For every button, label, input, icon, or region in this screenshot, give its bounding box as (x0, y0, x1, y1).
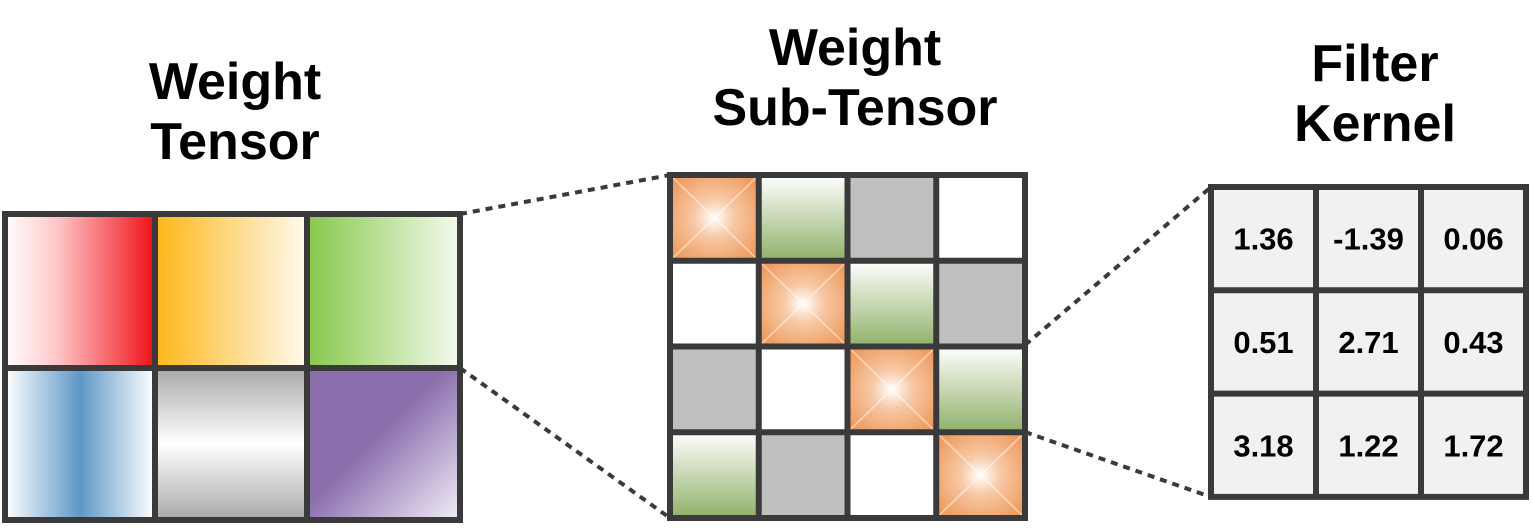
sub-tensor-cell (936, 346, 1025, 433)
kernel-value: 1.22 (1338, 428, 1398, 463)
sub-tensor-title-line2: Sub-Tensor (712, 79, 998, 137)
weight-tensor-cell (5, 368, 155, 520)
weight-tensor-grid (2, 211, 463, 523)
sub-tensor-cell (936, 175, 1025, 261)
sub-tensor-title-line1: Weight (768, 19, 942, 77)
sub-tensor-cell (847, 260, 937, 347)
sub-tensor-cell (936, 260, 1025, 347)
sub-tensor-grid (667, 172, 1028, 521)
filter-kernel-grid: 1.36 -1.39 0.06 0.51 2.71 0.43 3.18 1.22 1.72 (1208, 184, 1529, 500)
kernel-value: 0.51 (1233, 325, 1293, 360)
kernel-value: 1.72 (1443, 428, 1503, 463)
filter-kernel-title: Filter Kernel (1250, 34, 1500, 154)
sub-tensor-cell (758, 175, 848, 261)
kernel-cell (1211, 393, 1316, 497)
kernel-cell (1421, 290, 1526, 394)
connector-line (458, 366, 672, 520)
kernel-value: -1.39 (1333, 222, 1404, 257)
weight-tensor-cell (5, 214, 155, 368)
weight-tensor-title-line2: Tensor (150, 113, 320, 171)
kernel-value: 2.71 (1338, 325, 1398, 360)
sub-tensor-title: Weight Sub-Tensor (680, 18, 1030, 138)
kernel-cell (1421, 393, 1526, 497)
connector-line (459, 173, 671, 216)
weight-tensor-cell (307, 214, 460, 368)
sub-tensor-cell (847, 432, 937, 518)
weight-tensor-title-line1: Weight (148, 53, 322, 111)
weight-tensor-title: Weight Tensor (110, 52, 360, 172)
kernel-value: 0.43 (1443, 325, 1503, 360)
kernel-cell (1421, 187, 1526, 291)
kernel-cell (1316, 393, 1421, 497)
connector-line (1023, 185, 1213, 347)
connector-lines (458, 173, 1213, 520)
kernel-value: 1.36 (1233, 222, 1293, 257)
sub-tensor-cell (758, 432, 848, 518)
kernel-cell (1211, 187, 1316, 291)
filter-kernel-title-line2: Kernel (1294, 95, 1456, 153)
sub-tensor-cell (670, 346, 759, 433)
kernel-cell (1211, 290, 1316, 394)
connector-line (1024, 430, 1212, 499)
sub-tensor-cell (758, 346, 848, 433)
kernel-value: 0.06 (1443, 222, 1503, 257)
kernel-cell (1316, 187, 1421, 291)
weight-tensor-cell (155, 368, 307, 520)
sub-tensor-cell (670, 432, 759, 518)
sub-tensor-cell (847, 175, 937, 261)
filter-kernel-title-line1: Filter (1311, 35, 1439, 93)
kernel-cell (1316, 290, 1421, 394)
weight-tensor-cell (307, 368, 460, 520)
weight-tensor-cell (155, 214, 307, 368)
kernel-value: 3.18 (1233, 428, 1293, 463)
sub-tensor-cell (670, 260, 759, 347)
